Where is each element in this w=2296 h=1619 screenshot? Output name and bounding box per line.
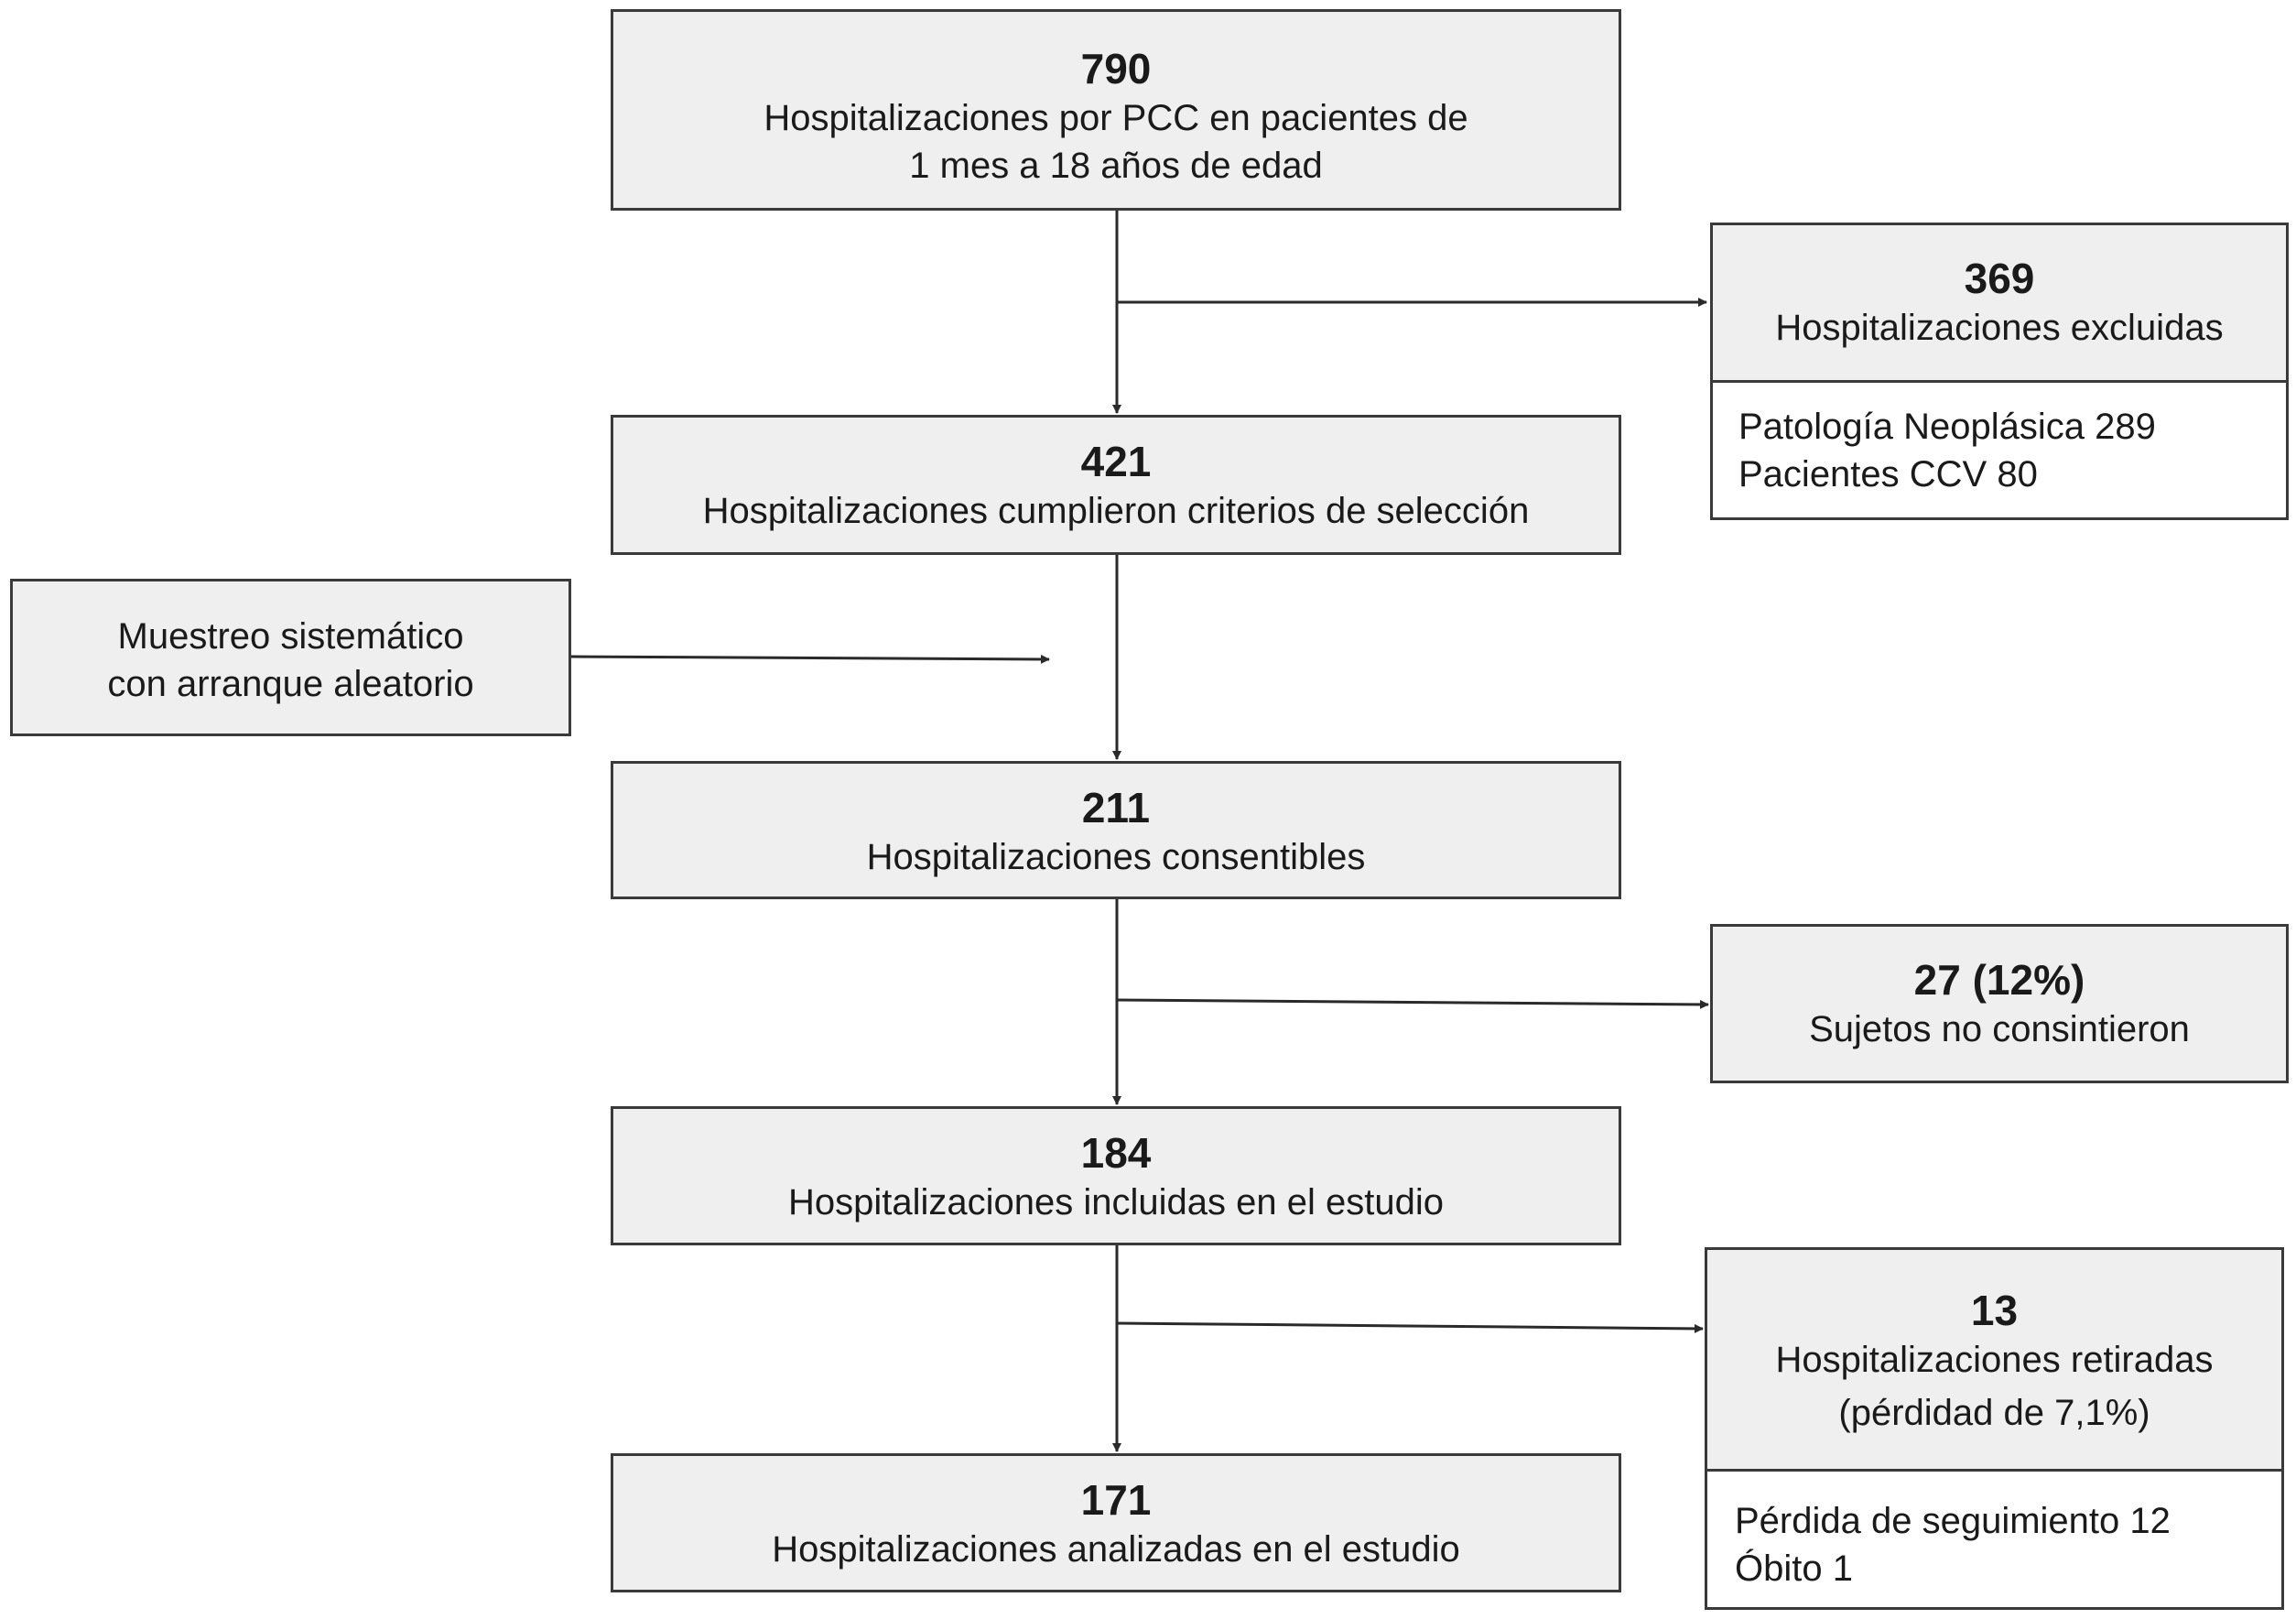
box-13-text-line1: Hospitalizaciones retiradas <box>1775 1340 2214 1380</box>
excluded-detail-neoplasic: Patología Neoplásica 289 <box>1738 407 2156 447</box>
sampling-text-line2: con arranque aleatorio <box>107 664 474 704</box>
box-421-selected: 421 Hospitalizaciones cumplieron criteri… <box>611 415 1621 555</box>
box-13-withdrawn: 13 Hospitalizaciones retiradas (pérdidad… <box>1705 1247 2284 1472</box>
box-421-text: Hospitalizaciones cumplieron criterios d… <box>702 491 1530 531</box>
box-369-text: Hospitalizaciones excluidas <box>1775 308 2224 348</box>
withdrawn-detail-follow-up-loss: Pérdida de seguimiento 12 <box>1735 1501 2171 1541</box>
box-13-number: 13 <box>1970 1287 2019 1334</box>
box-171-text: Hospitalizaciones analizadas en el estud… <box>772 1529 1460 1570</box>
box-211-consentable: 211 Hospitalizaciones consentibles <box>611 761 1621 899</box>
box-790-text-line1: Hospitalizaciones por PCC en pacientes d… <box>764 98 1468 138</box>
sampling-text-line1: Muestreo sistemático <box>117 616 464 657</box>
box-184-text: Hospitalizaciones incluidas en el estudi… <box>788 1182 1444 1222</box>
arrow-sampling <box>570 654 1050 664</box>
arrow-to-no-consent <box>1116 998 1709 1009</box>
box-421-number: 421 <box>1080 438 1152 485</box>
box-211-text: Hospitalizaciones consentibles <box>866 837 1366 877</box>
box-171-number: 171 <box>1080 1476 1152 1524</box>
excluded-detail-ccv: Pacientes CCV 80 <box>1738 454 2038 494</box>
box-184-number: 184 <box>1080 1129 1152 1177</box>
box-27-number: 27 (12%) <box>1913 956 2085 1004</box>
withdrawn-detail-death: Óbito 1 <box>1735 1548 1853 1589</box>
box-790-number: 790 <box>1080 45 1152 92</box>
box-790-hospitalizations: 790 Hospitalizaciones por PCC en pacient… <box>611 9 1621 211</box>
withdrawn-details: Pérdida de seguimiento 12 Óbito 1 <box>1705 1469 2284 1610</box>
box-13-text-line2: (pérdidad de 7,1%) <box>1838 1393 2150 1433</box>
box-27-no-consent: 27 (12%) Sujetos no consintieron <box>1710 924 2289 1083</box>
arrow-to-withdrawn <box>1116 1321 1704 1333</box>
excluded-details: Patología Neoplásica 289 Pacientes CCV 8… <box>1710 380 2289 520</box>
box-369-excluded: 369 Hospitalizaciones excluidas <box>1710 223 2289 383</box>
box-sampling-method: Muestreo sistemático con arranque aleato… <box>10 579 571 736</box>
box-184-included: 184 Hospitalizaciones incluidas en el es… <box>611 1106 1621 1245</box>
box-369-number: 369 <box>1964 255 2035 302</box>
box-790-text-line2: 1 mes a 18 años de edad <box>909 146 1323 186</box>
box-211-number: 211 <box>1081 784 1151 831</box>
box-27-text: Sujetos no consintieron <box>1809 1009 2190 1049</box>
box-171-analyzed: 171 Hospitalizaciones analizadas en el e… <box>611 1453 1621 1592</box>
